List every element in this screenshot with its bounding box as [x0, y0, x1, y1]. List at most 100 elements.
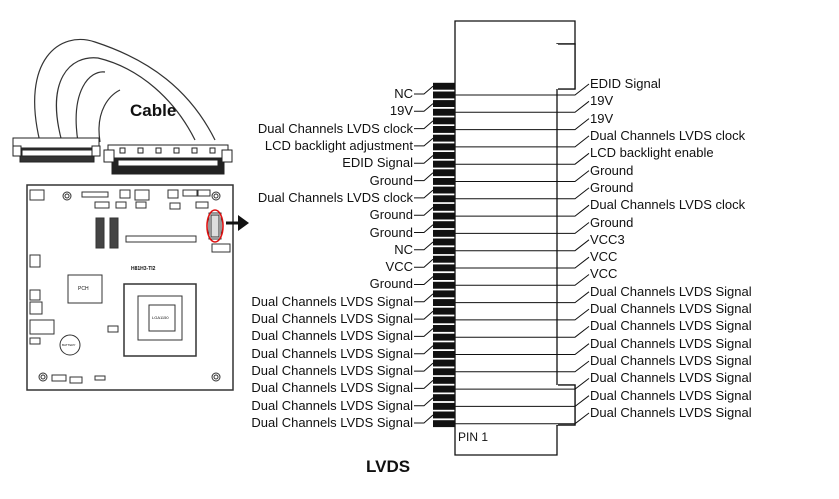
- pin1-label: PIN 1: [458, 430, 489, 444]
- left-pin-label: Dual Channels LVDS Signal: [251, 415, 413, 430]
- left-leader-line: [414, 120, 434, 130]
- right-pin-label: Dual Channels LVDS clock: [590, 197, 746, 213]
- chipset-label: PCH: [78, 286, 89, 292]
- connector-pin: [433, 342, 455, 350]
- connector-pin: [433, 290, 455, 298]
- left-leader-line: [414, 189, 434, 199]
- battery-label: BATTERY: [62, 343, 76, 347]
- connector-pin: [433, 307, 455, 315]
- right-leader-line: [455, 222, 590, 234]
- pointer-arrow: [226, 215, 249, 231]
- left-leader-line: [414, 310, 434, 320]
- connector-pin: [433, 394, 455, 402]
- right-leader-line: [455, 187, 590, 200]
- left-leader-line: [414, 85, 434, 95]
- left-leader-line: [414, 293, 434, 303]
- connector-pin: [433, 221, 455, 229]
- left-pin-label: Dual Channels LVDS Signal: [251, 345, 413, 361]
- right-leader-line: [455, 326, 590, 338]
- right-leader-line: [455, 239, 590, 252]
- right-leader-line: [455, 274, 590, 286]
- connector-pin: [433, 203, 455, 211]
- left-leader-line: [414, 345, 434, 355]
- board-model-label: H81H3-TI2: [131, 266, 156, 272]
- connector-pin: [433, 281, 455, 289]
- right-leader-line: [455, 118, 590, 131]
- left-leader-line: [414, 224, 434, 233]
- left-leader-line: [414, 172, 434, 182]
- left-leader-line: [414, 276, 434, 285]
- connector-pin: [433, 212, 455, 220]
- connector-pin: [433, 255, 455, 263]
- right-leader-line: [455, 170, 590, 182]
- cable-plug-left: [12, 137, 101, 163]
- left-leader-line: [414, 328, 434, 337]
- connector-pin: [433, 264, 455, 272]
- connector-pin: [433, 117, 455, 125]
- connector-pin: [433, 299, 455, 306]
- connector-pin: [433, 126, 455, 133]
- right-leader-line: [455, 291, 590, 304]
- connector-pin: [433, 376, 455, 384]
- connector-pin: [433, 82, 455, 90]
- connector-pins: [433, 82, 455, 428]
- right-pin-label: Dual Channels LVDS Signal: [590, 283, 752, 299]
- connector-pin: [433, 143, 455, 151]
- left-leader-line: [414, 137, 434, 147]
- left-leader-line: [414, 103, 434, 112]
- connector-pin: [433, 238, 455, 246]
- right-leader-line: [455, 83, 590, 96]
- left-pin-label: Ground: [369, 224, 413, 240]
- right-pin-label: Dual Channels LVDS Signal: [590, 353, 752, 369]
- connector-pin: [433, 325, 455, 332]
- right-pin-label: EDID Signal: [590, 76, 661, 91]
- connector-pin: [433, 333, 455, 341]
- right-pin-label: Dual Channels LVDS Signal: [590, 318, 752, 334]
- right-pin-label: Ground: [590, 214, 634, 230]
- connector-title: LVDS: [366, 457, 411, 476]
- connector-pin: [433, 402, 455, 410]
- right-pin-label: 19V: [590, 93, 614, 109]
- connector-pin: [433, 186, 455, 194]
- right-pin-label: Dual Channels LVDS Signal: [590, 387, 752, 403]
- left-pin-label: NC: [394, 241, 413, 257]
- connector-pin: [433, 178, 455, 185]
- left-leader-line: [414, 258, 434, 268]
- left-pin-label: Dual Channels LVDS Signal: [251, 293, 413, 309]
- left-leader-line: [414, 155, 434, 164]
- left-pin-label: NC: [394, 86, 413, 101]
- right-leader-line: [455, 308, 590, 321]
- right-pin-label: 19V: [590, 110, 614, 126]
- connector-pin: [433, 134, 455, 142]
- left-leader-line: [414, 362, 434, 372]
- right-pin-label: Ground: [590, 179, 634, 195]
- connector-pin: [433, 108, 455, 116]
- connector-pin: [433, 100, 455, 107]
- connector-pin: [433, 91, 455, 99]
- right-pin-label: Dual Channels LVDS Signal: [590, 301, 752, 317]
- left-pin-label: Dual Channels LVDS clock: [257, 189, 413, 205]
- left-pin-label: Dual Channels LVDS Signal: [251, 311, 413, 327]
- right-pin-label: VCC3: [590, 231, 625, 247]
- right-pin-label: Dual Channels LVDS Signal: [590, 405, 752, 420]
- connector-pin: [433, 385, 455, 393]
- right-pin-label: Dual Channels LVDS clock: [590, 127, 746, 143]
- connector-pin: [433, 316, 455, 324]
- pin-leader-lines: [414, 83, 590, 425]
- socket-label: LGA1150: [152, 315, 169, 320]
- left-leader-line: [414, 380, 434, 389]
- right-leader-line: [455, 395, 590, 407]
- right-leader-line: [455, 360, 590, 373]
- right-leader-line: [455, 256, 590, 269]
- right-leader-line: [455, 100, 590, 113]
- left-pin-label: Dual Channels LVDS Signal: [251, 363, 413, 379]
- left-pin-label: EDID Signal: [342, 155, 413, 171]
- left-leader-line: [414, 207, 434, 216]
- left-pin-label: VCC: [385, 259, 413, 275]
- left-pin-label: LCD backlight adjustment: [264, 137, 413, 153]
- cable-label: Cable: [130, 101, 177, 120]
- connector-pin: [433, 411, 455, 419]
- right-pin-label: Ground: [590, 162, 634, 178]
